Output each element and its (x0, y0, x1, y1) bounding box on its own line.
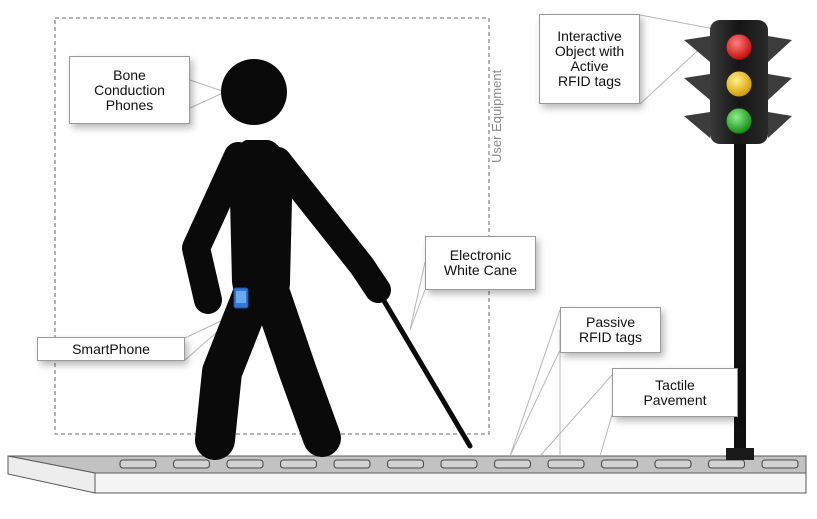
callout-interactive-object: Interactive Object with Active RFID tags (539, 14, 640, 104)
traffic-light-red (725, 33, 753, 61)
callout-line: Phones (105, 96, 154, 113)
rfid-tag (440, 459, 478, 469)
smartphone-device (233, 287, 249, 309)
callout-line: Bone (113, 66, 146, 83)
rfid-tag (493, 459, 532, 469)
leader-white-cane (409, 261, 426, 331)
user-equipment-label: User Equipment (489, 69, 504, 163)
rfid-tag (226, 459, 264, 469)
callout-line: Passive (585, 314, 636, 330)
traffic-light-green (725, 107, 753, 135)
rfid-tag (386, 459, 425, 469)
callout-smartphone: SmartPhone (37, 337, 185, 361)
leader-passive-tags (509, 309, 561, 457)
rear-leg (195, 276, 272, 460)
rear-arm (182, 142, 252, 314)
callout-passive-rfid-tags: Passive RFID tags (560, 307, 661, 353)
leader-tactile-pavement (539, 374, 613, 457)
callout-line: Pavement (643, 391, 707, 408)
white-cane (371, 281, 473, 449)
pedestrian-silhouette (182, 59, 391, 460)
front-leg (253, 277, 341, 457)
traffic-light (684, 20, 792, 460)
rfid-tag (600, 459, 639, 469)
callout-line: White Cane (443, 262, 518, 278)
rfid-tag (333, 459, 371, 469)
rfid-tag (172, 459, 211, 469)
rfid-tag (279, 459, 318, 469)
callout-line: RFID tags (557, 73, 621, 89)
visor (684, 36, 710, 62)
passive-rfid-tags (119, 459, 799, 469)
callout-electronic-white-cane: Electronic White Cane (425, 236, 536, 290)
rfid-tag (707, 459, 746, 469)
callout-line: RFID tags (578, 329, 642, 345)
leader-bone-conduction (189, 79, 226, 109)
callout-bone-conduction-phones: Bone Conduction Phones (69, 56, 190, 124)
torso (229, 140, 292, 306)
rfid-tag (119, 459, 157, 469)
rfid-tag (547, 459, 585, 469)
rfid-tag (761, 459, 799, 469)
callout-line: Object with (554, 43, 625, 59)
callout-line: Active (570, 58, 609, 74)
callout-line: Conduction (94, 81, 165, 98)
rfid-tag (654, 459, 692, 469)
user-equipment-boundary (54, 17, 490, 435)
callout-line: Tactile (655, 376, 695, 393)
callout-tactile-pavement: Tactile Pavement (612, 368, 738, 417)
callout-line: Interactive (557, 28, 622, 44)
front-arm (265, 147, 391, 303)
traffic-light-yellow (725, 70, 753, 98)
head (221, 59, 287, 125)
callout-line: SmartPhone (72, 340, 150, 357)
callout-line: Electronic (449, 247, 512, 263)
